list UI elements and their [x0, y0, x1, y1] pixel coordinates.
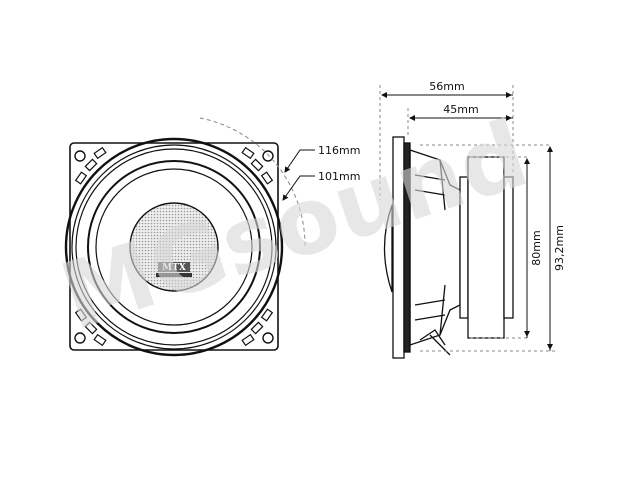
total-depth-label: 56mm	[429, 80, 464, 93]
dome	[383, 204, 393, 293]
mtx-logo: MTX	[156, 262, 192, 277]
magnet	[467, 156, 505, 339]
side-view	[383, 136, 514, 359]
outer-diameter-label: 116mm	[318, 144, 360, 157]
mounting-holes	[74, 150, 274, 344]
mount-depth-label: 45mm	[443, 103, 478, 116]
svg-text:MTX: MTX	[162, 263, 186, 273]
front-view	[64, 117, 306, 357]
mounting-plate	[69, 142, 279, 351]
dust-cap-grille	[129, 202, 219, 292]
mounting-tabs	[74, 146, 274, 347]
terminal	[419, 329, 451, 356]
dimension-lines	[379, 85, 555, 352]
diameter-leaders	[282, 149, 315, 201]
cutout-diameter-label: 101mm	[318, 170, 360, 183]
frame-height-label: 93,2mm	[553, 225, 566, 271]
magnet-height-label: 80mm	[530, 230, 543, 265]
